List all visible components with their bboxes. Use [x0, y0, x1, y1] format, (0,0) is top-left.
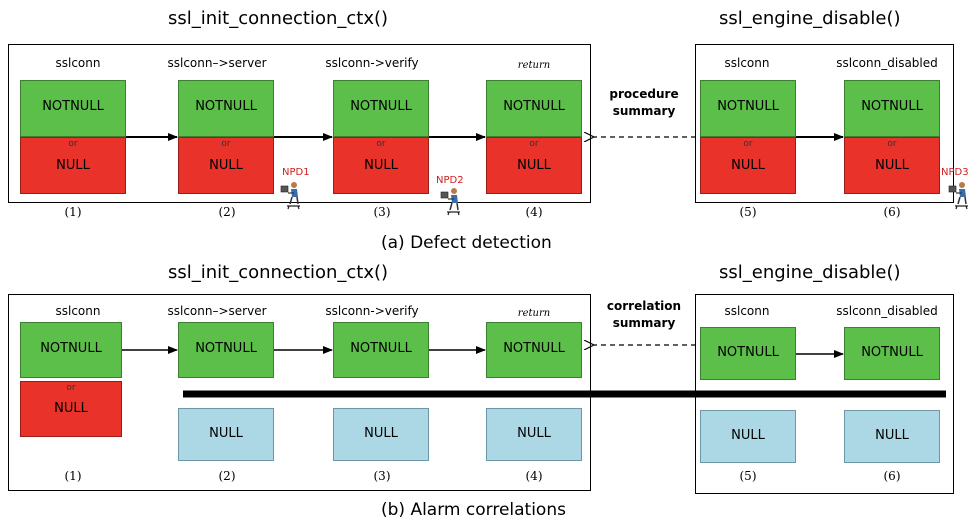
panel-a-col6-label: sslconn_disabled	[836, 56, 938, 70]
panel-a-col6-notnull-box: NOTNULL	[844, 80, 940, 137]
procedure-summary-label: procedure summary	[596, 86, 692, 120]
panel-a-num-6: (6)	[883, 205, 901, 219]
panel-a-col3-notnull-box: NOTNULL	[333, 80, 429, 137]
panel-a-col5-notnull-box: NOTNULL	[700, 80, 796, 137]
panel-b-col3-null-box: NULL	[333, 408, 429, 461]
panel-b-col6-null-box: NULL	[844, 410, 940, 463]
panel-b-col1-notnull-box: NOTNULL	[20, 322, 122, 378]
npd3-label: NPD3	[941, 167, 969, 178]
panel-b-right-title: ssl_engine_disable()	[719, 262, 901, 283]
panel-a-left-title: ssl_init_connection_ctx()	[168, 8, 389, 29]
panel-a-col1-notnull-box: NOTNULL	[20, 80, 126, 137]
panel-b-col2-notnull-box: NOTNULL	[178, 322, 274, 378]
panel-b-num-5: (5)	[739, 469, 757, 483]
panel-a-num-4: (4)	[525, 205, 543, 219]
npd1-label: NPD1	[282, 167, 310, 178]
panel-a-col4-label: return	[517, 60, 551, 71]
panel-a-num-3: (3)	[373, 205, 391, 219]
panel-b-col6-label: sslconn_disabled	[836, 304, 938, 318]
panel-b-col4-label: return	[517, 308, 551, 319]
panel-b-num-6: (6)	[883, 469, 901, 483]
panel-a-num-1: (1)	[64, 205, 82, 219]
panel-b-num-1: (1)	[64, 469, 82, 483]
panel-b-col5-label: sslconn	[724, 304, 770, 318]
panel-a-col1-label: sslconn	[55, 56, 101, 70]
npd2-label: NPD2	[436, 175, 464, 186]
panel-b-col4-null-box: NULL	[486, 408, 582, 461]
panel-b-col3-notnull-box: NOTNULL	[333, 322, 429, 378]
panel-a-right-title: ssl_engine_disable()	[719, 8, 901, 29]
panel-b-left-title: ssl_init_connection_ctx()	[168, 262, 389, 283]
correlation-summary-line1: correlation	[606, 299, 682, 313]
panel-a-col2-notnull-box: NOTNULL	[178, 80, 274, 137]
panel-a-col4-notnull-box: NOTNULL	[486, 80, 582, 137]
person-at-computer-icon	[440, 188, 460, 216]
panel-b-col2-null-box: NULL	[178, 408, 274, 461]
panel-b-num-3: (3)	[373, 469, 391, 483]
panel-a-col3-label: sslconn->verify	[325, 56, 419, 70]
panel-b-num-2: (2)	[218, 469, 236, 483]
panel-b-col6-notnull-box: NOTNULL	[844, 327, 940, 380]
panel-b-col4-notnull-box: NOTNULL	[486, 322, 582, 378]
panel-b-col1-label: sslconn	[55, 304, 101, 318]
panel-a-col5-label: sslconn	[724, 56, 770, 70]
panel-a-col2-label: sslconn–>server	[167, 56, 267, 70]
panel-b-col2-label: sslconn–>server	[167, 304, 267, 318]
panel-a-num-2: (2)	[218, 205, 236, 219]
panel-b-caption: (b) Alarm correlations	[381, 500, 566, 520]
person-at-computer-icon	[948, 182, 968, 210]
procedure-summary-line2: summary	[612, 104, 676, 118]
panel-b-col3-label: sslconn->verify	[325, 304, 419, 318]
panel-b-col5-notnull-box: NOTNULL	[700, 327, 796, 380]
panel-a-num-5: (5)	[739, 205, 757, 219]
panel-a-caption: (a) Defect detection	[381, 233, 552, 253]
procedure-summary-line1: procedure	[609, 87, 679, 101]
panel-b-col5-null-box: NULL	[700, 410, 796, 463]
person-at-computer-icon	[280, 182, 300, 210]
panel-b-num-4: (4)	[525, 469, 543, 483]
correlation-summary-line2: summary	[612, 316, 676, 330]
correlation-summary-label: correlation summary	[592, 298, 696, 332]
